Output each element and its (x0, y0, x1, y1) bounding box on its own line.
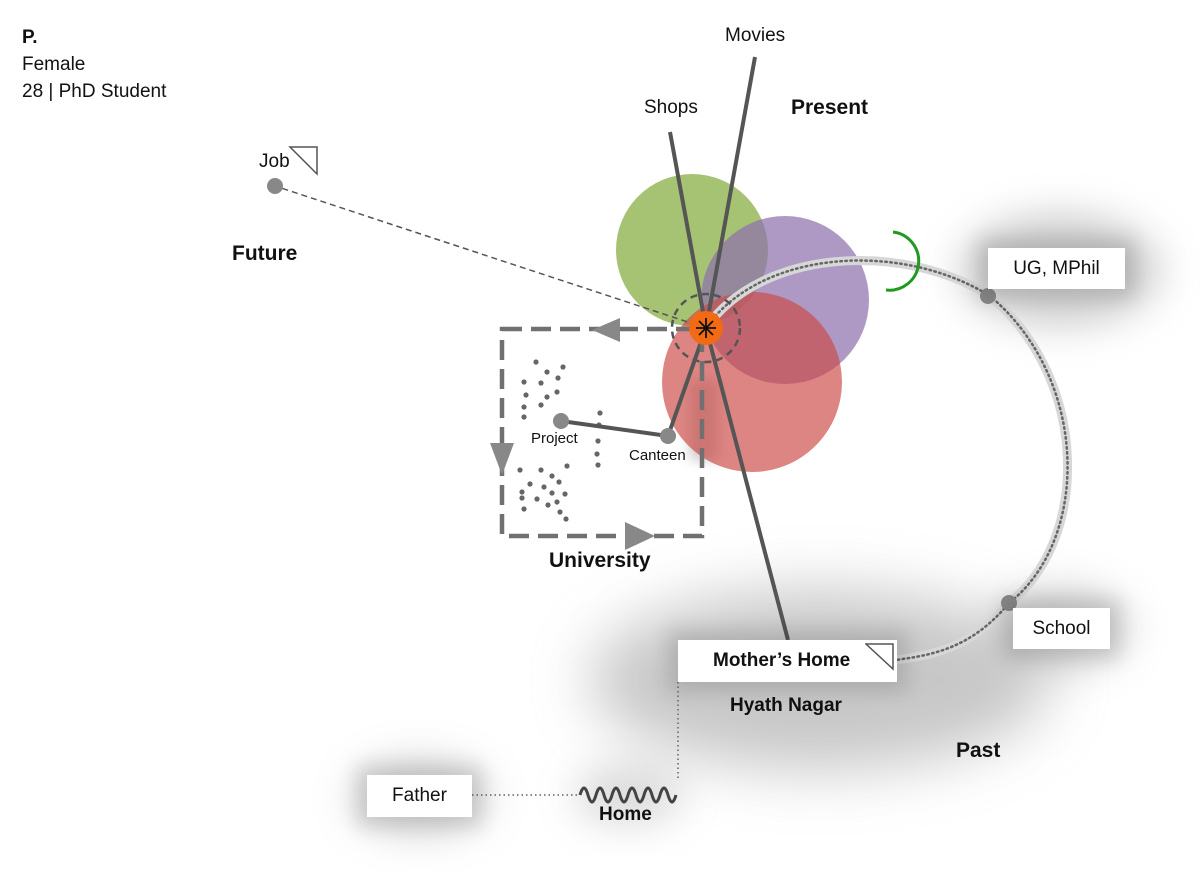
box-mothers-home: Mother’s Home (678, 640, 897, 682)
job-node (267, 178, 283, 194)
project-node (553, 413, 569, 429)
line-to-canteen (666, 327, 708, 437)
line-to-mothers-home (704, 327, 790, 641)
mothers-home-triangle-icon (865, 643, 894, 671)
center-star-icon (696, 318, 716, 338)
zone-past: Past (956, 739, 1001, 762)
zone-present: Present (791, 96, 869, 119)
university-activity-dots (517, 463, 570, 522)
zone-university: University (549, 549, 651, 572)
place-job: Job (259, 151, 290, 172)
profile-gender: Female (22, 54, 86, 75)
green-boundary-arc (885, 230, 921, 292)
home-squiggle-icon (578, 786, 678, 804)
center-dashed-ring (670, 292, 742, 364)
profile-block: P. Female 28 | PhD Student (22, 24, 166, 105)
box-ug-mphil: UG, MPhil (988, 248, 1125, 289)
line-to-shops (668, 131, 708, 329)
box-ug-mphil-label: UG, MPhil (1013, 257, 1100, 279)
past-trajectory-dots (704, 259, 1069, 662)
line-to-movies (704, 56, 757, 329)
box-father-label: Father (392, 785, 447, 806)
box-father: Father (367, 775, 472, 817)
ug-node (980, 288, 996, 304)
canteen-node (660, 428, 676, 444)
school-node (1001, 595, 1017, 611)
zone-future: Future (232, 242, 298, 265)
box-school: School (1013, 608, 1110, 649)
arrow-left-icon (592, 318, 620, 342)
place-hyath-nagar: Hyath Nagar (730, 695, 842, 716)
place-shops: Shops (644, 97, 698, 118)
profile-details: 28 | PhD Student (22, 81, 167, 102)
line-to-job (274, 185, 707, 329)
arrow-right-icon (625, 522, 655, 550)
place-movies: Movies (725, 25, 786, 46)
job-triangle-icon (288, 146, 318, 176)
arrow-down-icon (490, 443, 514, 475)
place-home: Home (599, 804, 652, 825)
box-mothers-home-label: Mother’s Home (713, 650, 851, 671)
place-project: Project (531, 430, 578, 447)
box-school-label: School (1032, 617, 1091, 639)
project-canteen-link (560, 419, 669, 438)
place-canteen: Canteen (629, 447, 686, 464)
profile-name: P. (22, 27, 38, 48)
